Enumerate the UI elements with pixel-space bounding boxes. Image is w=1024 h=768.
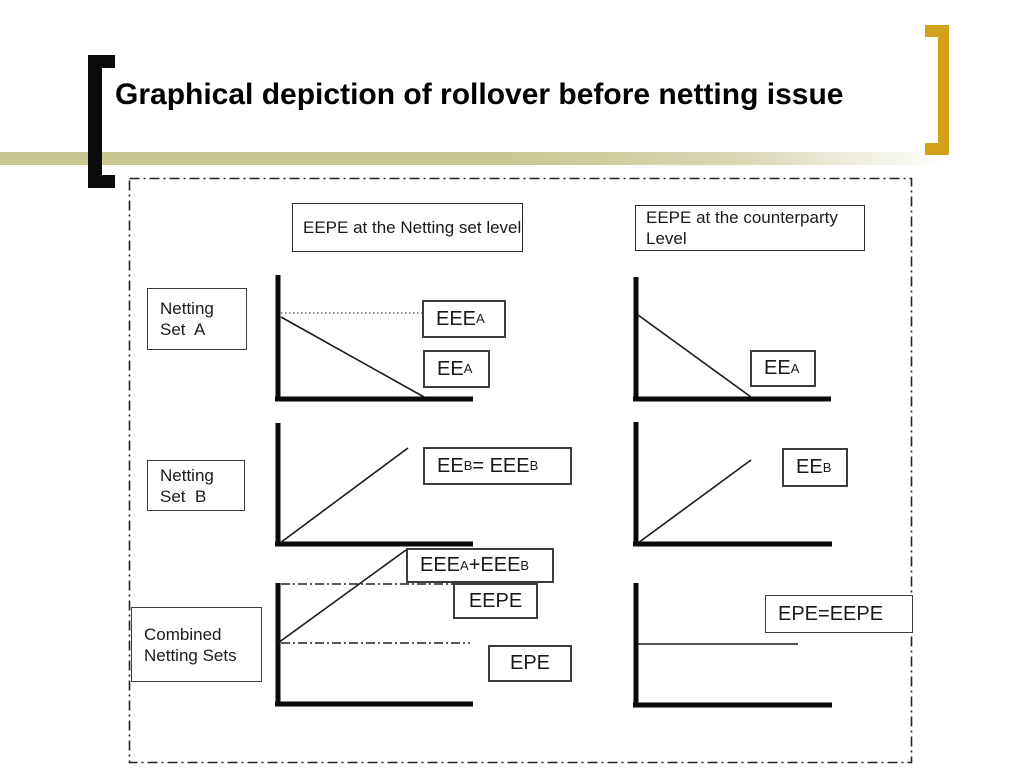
label-eeea-p2: +EEE xyxy=(468,554,521,576)
title-underline-band xyxy=(0,152,985,165)
row-label-netting-set-b-line2: Set B xyxy=(160,486,207,506)
label-box-epe-equals-eepe: EPE=EEPE xyxy=(765,595,913,633)
label-ee-a-right-main: EE xyxy=(764,357,791,379)
label-ee-a-left-main: EE xyxy=(437,357,464,380)
label-box-eepe: EEPE xyxy=(453,583,538,619)
label-eepe-text: EEPE xyxy=(468,589,523,612)
dashed-container-border xyxy=(128,177,913,764)
decreasing-ee-line-row1-left xyxy=(280,316,425,398)
header-text-netting-set-level: EEPE at the Netting set level xyxy=(303,218,522,237)
row-label-netting-set-a-line1: Netting xyxy=(160,299,214,318)
decreasing-ee-line-row1-right xyxy=(637,314,752,398)
label-eeb-p1: EE xyxy=(437,454,464,477)
label-ee-b-main: EE xyxy=(796,456,823,478)
increasing-combined-line-row3-left xyxy=(277,549,407,644)
row-label-netting-set-b: Netting Set B xyxy=(147,460,245,511)
row-label-netting-set-b-line1: Netting xyxy=(160,465,214,485)
row-label-combined-line2: Netting Sets xyxy=(144,645,237,665)
header-box-netting-set-level: EEPE at the Netting set level xyxy=(292,203,523,252)
row-label-combined-line1: Combined xyxy=(144,624,222,644)
slide-title: Graphical depiction of rollover before n… xyxy=(115,78,844,111)
label-eeea-p1: EEE xyxy=(420,554,461,576)
row-label-netting-set-a-line2: Set A xyxy=(160,320,206,339)
label-eee-a-main: EEE xyxy=(436,307,477,330)
label-epe-text: EPE xyxy=(509,652,551,674)
label-box-epe: EPE xyxy=(488,645,572,682)
header-text-counterparty-level: EEPE at the counterparty Level xyxy=(646,208,838,248)
label-eeb-p2: = EEE xyxy=(472,454,530,477)
left-bracket-decoration xyxy=(88,55,115,188)
row-label-combined-netting-sets: Combined Netting Sets xyxy=(131,607,262,682)
row-label-netting-set-a: Netting Set A xyxy=(147,288,247,350)
increasing-ee-line-row2-left xyxy=(279,447,409,544)
right-bracket-decoration xyxy=(925,25,949,155)
header-box-counterparty-level: EEPE at the counterparty Level xyxy=(635,205,865,251)
label-epe-eepe-text: EPE=EEPE xyxy=(778,602,884,625)
increasing-ee-line-row2-right xyxy=(637,459,752,544)
